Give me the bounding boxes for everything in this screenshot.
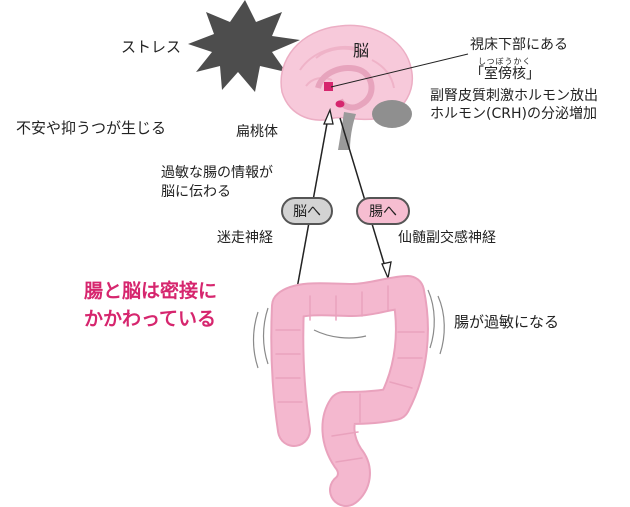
pvn-label: 「室傍核」 xyxy=(470,66,540,82)
amygdala-label: 扁桃体 xyxy=(236,124,278,140)
gut-info-label-line1: 過敏な腸の情報が xyxy=(161,165,273,181)
amygdala-marker xyxy=(335,100,345,108)
gut-info-label-line2: 脳に伝わる xyxy=(161,184,231,200)
limbic-ring xyxy=(315,65,375,111)
crh-label-line2: ホルモン(CRH)の分泌増加 xyxy=(430,106,597,122)
sensitivity-motion-lines xyxy=(252,289,445,369)
to-gut-pill: 腸へ xyxy=(356,197,410,225)
intestine-segments xyxy=(275,285,425,463)
to-brain-pill: 脳へ xyxy=(281,197,333,225)
cerebellum xyxy=(372,100,412,128)
brain-label: 脳 xyxy=(353,41,370,60)
pvn-reading: しつぼうかく xyxy=(478,57,532,66)
anxiety-label: 不安や抑うつが生じる xyxy=(16,119,167,137)
pvn-leader-line xyxy=(330,53,469,88)
vagus-nerve-label: 迷走神経 xyxy=(217,230,273,246)
brainstem xyxy=(338,112,356,150)
intestine-body xyxy=(272,277,427,505)
stress-burst-icon xyxy=(188,0,300,92)
sacral-nerve-arrow xyxy=(339,117,392,281)
connection-label-line2: かかわっている xyxy=(84,308,217,330)
hypothalamus-label: 視床下部にある xyxy=(470,37,568,53)
crh-label-line1: 副腎皮質刺激ホルモン放出 xyxy=(430,88,598,104)
intestine-illustration xyxy=(270,275,429,507)
stress-label: ストレス xyxy=(121,38,182,56)
brain-illustration xyxy=(280,24,469,150)
connection-label-line1: 腸と脳は密接に xyxy=(84,280,218,302)
sacral-nerve-label: 仙髄副交感神経 xyxy=(398,230,496,246)
brain-folds xyxy=(299,46,395,89)
gut-sensitive-label: 腸が過敏になる xyxy=(454,313,560,331)
pvn-marker xyxy=(324,82,333,91)
